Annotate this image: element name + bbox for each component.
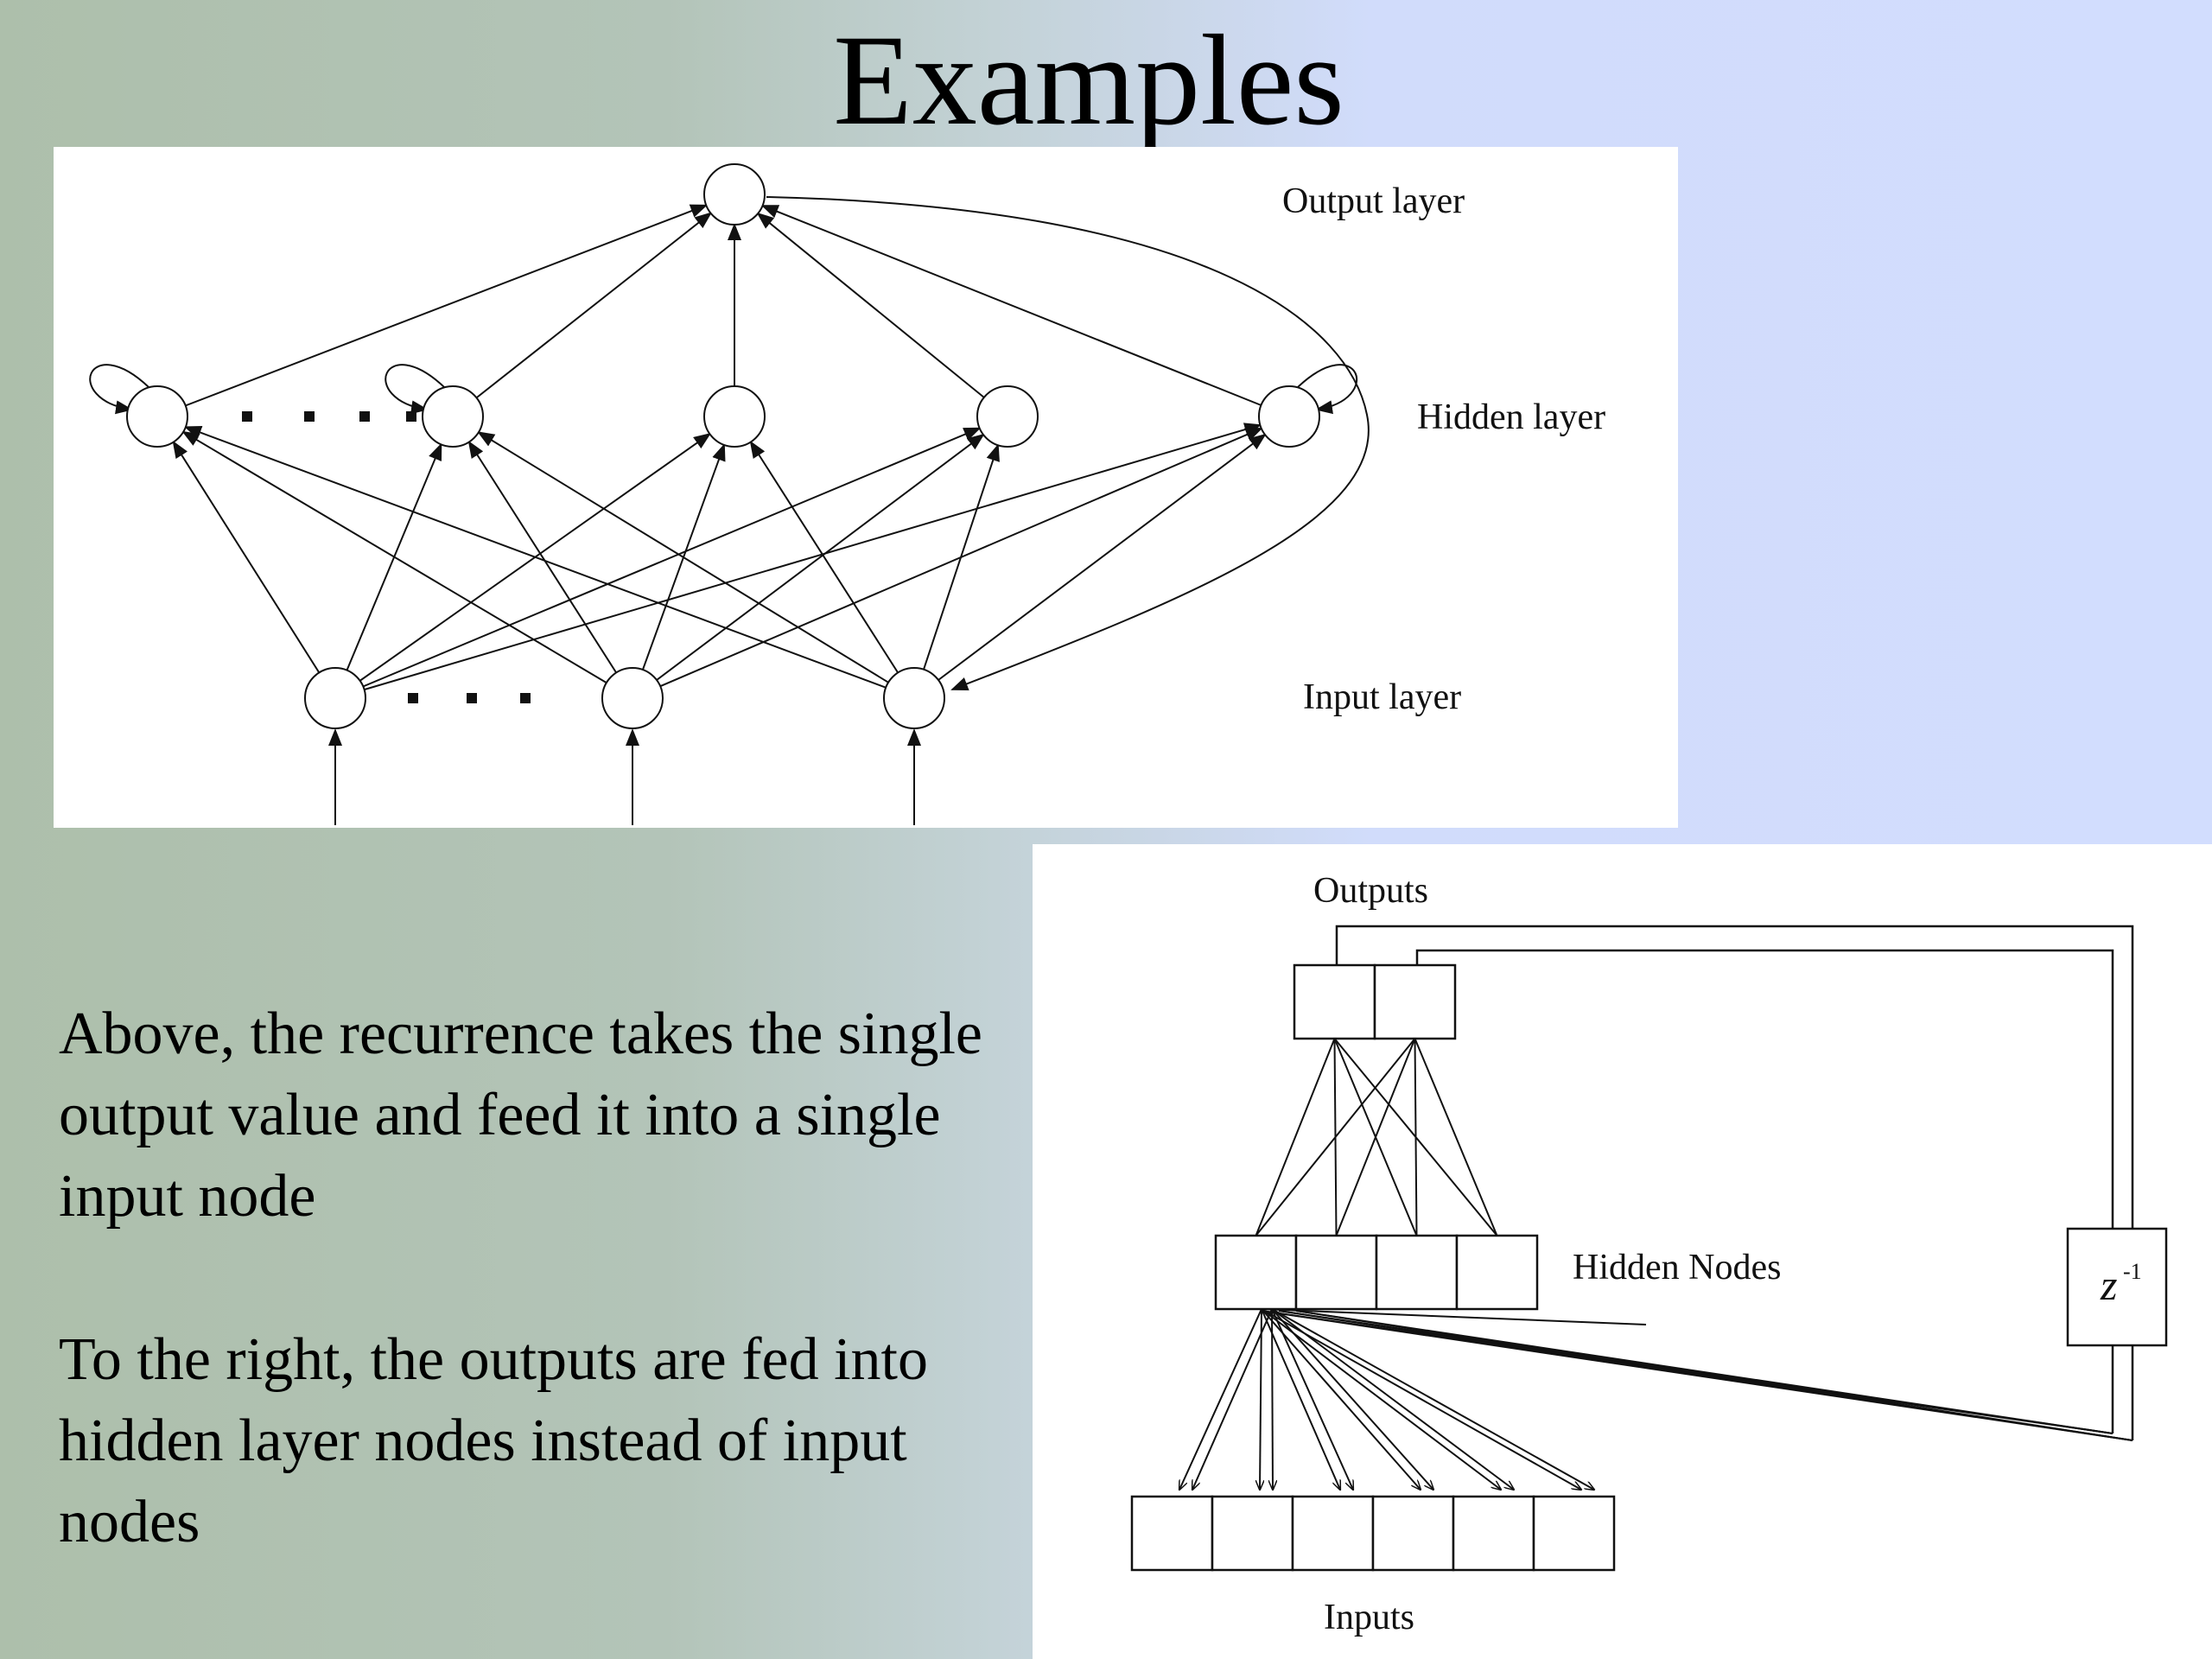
hidden-node (703, 385, 766, 448)
caption-recurrence-hidden: To the right, the outputs are fed into h… (59, 1326, 928, 1555)
recurrent-network-diagram-bottom: z -1 Outputs Hidden Nodes Inputs (1033, 844, 2212, 1659)
input-node (601, 667, 664, 729)
input-layer-label: Input layer (1303, 677, 1461, 717)
edge-hidden-input (1192, 1308, 1273, 1490)
edge-input-hidden (334, 423, 1262, 699)
edge-input-hidden (632, 443, 726, 699)
input-node (883, 667, 945, 729)
edge-input-hidden (334, 427, 982, 699)
ellipsis-dot (242, 411, 252, 422)
outputs-label: Outputs (1313, 871, 1428, 911)
output-layer-label: Output layer (1282, 181, 1465, 221)
delay-exponent: -1 (2123, 1259, 2142, 1284)
edge-hidden-output (1414, 1038, 1498, 1236)
self-loop (385, 364, 445, 415)
edge-input-hidden (183, 425, 915, 699)
edge-input-hidden (749, 440, 915, 699)
top-diagram-svg: Output layer Hidden layer Input layer (89, 163, 1605, 825)
bottom-diagram-svg: z -1 Outputs Hidden Nodes Inputs (1130, 871, 2168, 1637)
hidden-node-box (1375, 1234, 1459, 1311)
hidden-node-box (1294, 1234, 1378, 1311)
edge-input-hidden (913, 433, 1267, 699)
input-box (1291, 1495, 1375, 1572)
hidden-node-box (1455, 1234, 1539, 1311)
self-loop (89, 364, 149, 415)
edge-hidden-input (1271, 1308, 1353, 1490)
hidden-nodes-label: Hidden Nodes (1573, 1248, 1781, 1287)
ellipsis-dot (359, 411, 370, 422)
edge-hidden-output (156, 204, 709, 417)
edge-hidden-output (1333, 1038, 1498, 1236)
edge-hidden-output (1333, 1038, 1418, 1236)
edge-hidden-input (1271, 1308, 1514, 1490)
ellipsis-dot (520, 693, 531, 703)
edge-hidden-input (1271, 1308, 1594, 1490)
edge-hidden-output (760, 205, 1290, 417)
hidden-node-box (1214, 1234, 1298, 1311)
hidden-node (1258, 385, 1320, 448)
hidden-node (976, 385, 1039, 448)
input-box (1371, 1495, 1455, 1572)
feedback-edge (1295, 1310, 2133, 1441)
edge-input-hidden (334, 433, 712, 699)
edge-hidden-output (756, 212, 1008, 417)
feedback-edge (1261, 1308, 1647, 1325)
input-box (1532, 1495, 1616, 1572)
edge-input-hidden (172, 440, 336, 699)
edge-hidden-input (1272, 1308, 1273, 1490)
edge-hidden-input (1261, 1308, 1501, 1490)
self-loop (1297, 364, 1358, 415)
feedback-loop (1335, 925, 2134, 1440)
caption-recurrence-input: Above, the recurrence takes the single o… (59, 1001, 982, 1230)
hidden-layer-label: Hidden layer (1417, 397, 1605, 437)
edge-hidden-input (1261, 1308, 1340, 1490)
edge-input-hidden (467, 440, 633, 699)
input-box (1130, 1495, 1214, 1572)
edge-input-hidden (334, 442, 442, 699)
edge-input-hidden (181, 430, 633, 699)
input-box (1211, 1495, 1294, 1572)
edge-hidden-input (1179, 1308, 1262, 1490)
inputs-label: Inputs (1324, 1598, 1414, 1637)
input-node (304, 667, 366, 729)
delay-z: z (2100, 1261, 2117, 1309)
ellipsis-dot (304, 411, 315, 422)
edge-input-hidden (632, 427, 1263, 699)
ellipsis-dot (467, 693, 477, 703)
edge-hidden-input (1271, 1308, 1433, 1490)
edge-hidden-input (1261, 1308, 1581, 1490)
hidden-node (126, 385, 188, 448)
edge-hidden-input (1261, 1308, 1421, 1490)
input-box (1452, 1495, 1535, 1572)
edge-input-hidden (632, 433, 985, 699)
output-box (1293, 963, 1376, 1040)
edge-hidden-output (452, 212, 713, 417)
hidden-node (422, 385, 484, 448)
edge-hidden-output (1255, 1038, 1336, 1236)
output-node (703, 163, 766, 226)
edge-input-hidden (477, 431, 915, 699)
edge-hidden-input (1260, 1308, 1262, 1490)
edge-input-hidden (913, 443, 1000, 699)
ellipsis-dot (406, 411, 416, 422)
delay-box: z -1 (2066, 1227, 2168, 1347)
recurrent-network-diagram-top: Output layer Hidden layer Input layer (54, 147, 1678, 828)
output-box (1373, 963, 1457, 1040)
edge-hidden-output (1333, 1038, 1338, 1236)
recurrent-connection (766, 196, 1370, 690)
slide-title: Examples (833, 9, 1344, 152)
ellipsis-dot (408, 693, 418, 703)
